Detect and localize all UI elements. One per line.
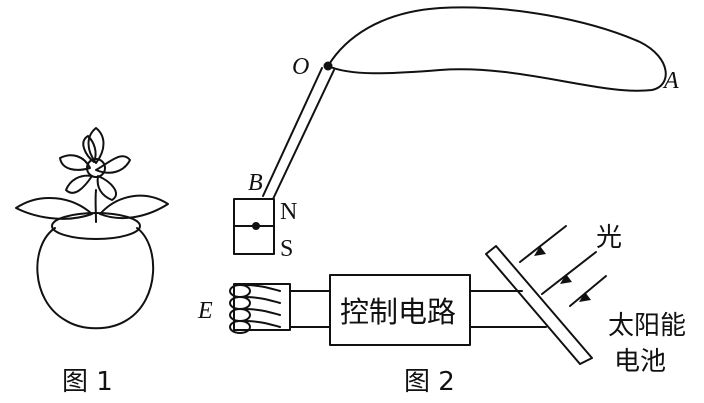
flower-center xyxy=(86,158,106,178)
control-circuit-label: 控制电路 xyxy=(340,295,456,329)
figure-2-caption: 图 2 xyxy=(404,367,455,397)
label-electromagnet-e: E xyxy=(197,298,213,324)
label-solar-cell-line1: 太阳能 xyxy=(608,311,686,341)
magnet-center-dot xyxy=(252,222,260,230)
figure-1-caption: 图 1 xyxy=(62,367,113,397)
leaf-outline xyxy=(327,6,667,92)
solar-panel xyxy=(485,245,593,365)
label-leaf-tip-a: A xyxy=(662,68,679,94)
pot-body xyxy=(36,227,155,330)
figure-1-flower-pot xyxy=(15,127,169,330)
light-arrowheads xyxy=(534,246,591,302)
label-magnet-s: S xyxy=(280,236,293,262)
left-leaf xyxy=(15,197,93,220)
flower-petals xyxy=(59,127,131,201)
electromagnet-coil xyxy=(229,283,291,334)
label-solar-cell-line2: 电池 xyxy=(614,347,666,377)
light-arrows xyxy=(519,225,607,307)
figure-2 xyxy=(229,6,667,365)
control-circuit-box xyxy=(329,274,471,346)
label-rod-end-b: B xyxy=(248,170,263,196)
pivot-point xyxy=(323,61,333,71)
rod xyxy=(262,67,335,200)
label-light: 光 xyxy=(596,223,622,253)
right-leaf xyxy=(99,194,169,220)
label-pivot-o: O xyxy=(292,54,309,80)
label-magnet-n: N xyxy=(280,199,297,225)
